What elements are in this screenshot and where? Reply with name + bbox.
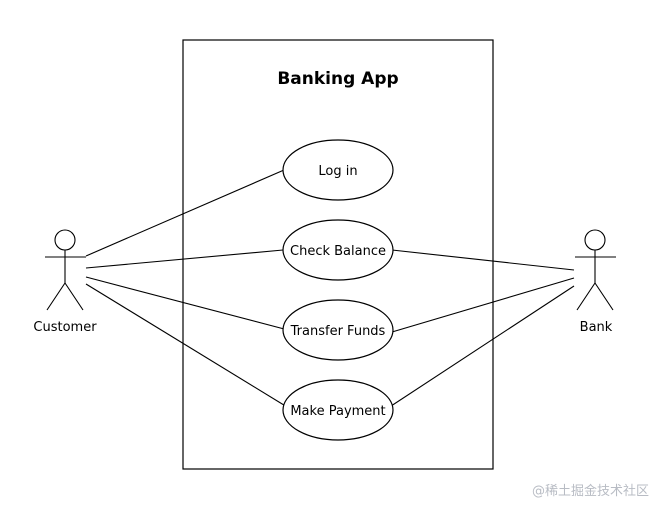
association-lines	[85, 169, 575, 411]
system-title: Banking App	[277, 69, 398, 89]
assoc-customer-login	[85, 169, 285, 257]
use-case-login[interactable]: Log in	[282, 139, 394, 201]
actor-head-icon	[54, 229, 76, 251]
assoc-customer-make-payment	[85, 283, 293, 411]
use-case-label: Transfer Funds	[290, 324, 386, 339]
actor-bank[interactable]	[575, 229, 616, 311]
use-case-label: Log in	[318, 164, 357, 179]
watermark: @稀土掘金技术社区	[531, 484, 649, 499]
actor-bank-label: Bank	[580, 320, 613, 335]
assoc-customer-check-balance	[85, 249, 284, 269]
actor-head-icon	[584, 229, 606, 251]
use-case-label: Make Payment	[290, 404, 385, 419]
use-case-label: Check Balance	[290, 244, 386, 259]
assoc-customer-transfer-funds	[85, 276, 289, 331]
assoc-bank-make-payment	[384, 285, 575, 411]
actor-customer[interactable]	[45, 229, 86, 311]
use-case-transfer-funds[interactable]: Transfer Funds	[282, 299, 394, 361]
assoc-bank-check-balance	[391, 249, 575, 271]
use-case-check-balance[interactable]: Check Balance	[282, 219, 394, 281]
system-boundary	[182, 39, 494, 470]
actor-customer-label: Customer	[33, 320, 97, 335]
assoc-bank-transfer-funds	[391, 277, 575, 333]
use-case-make-payment[interactable]: Make Payment	[282, 379, 394, 441]
